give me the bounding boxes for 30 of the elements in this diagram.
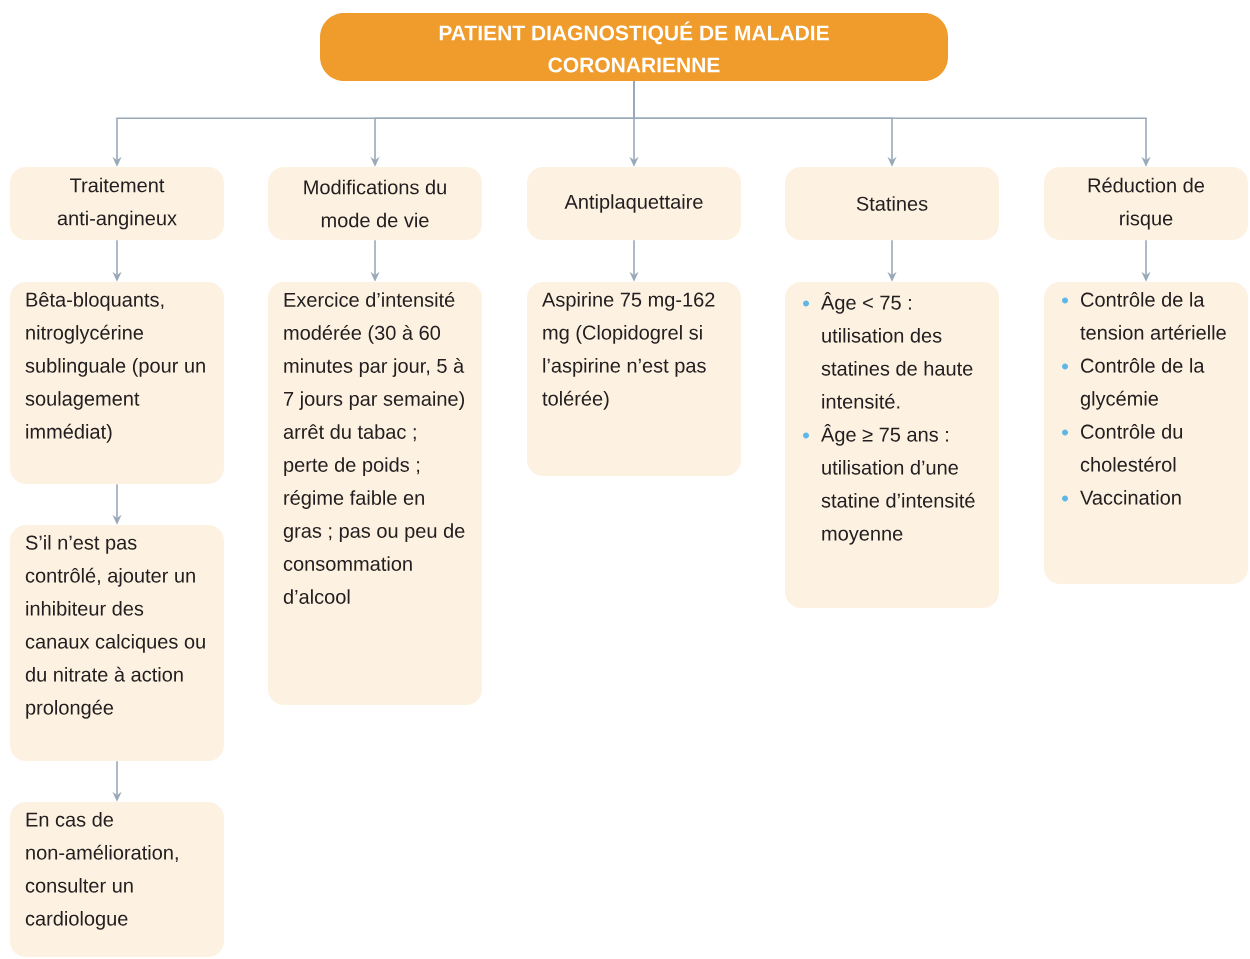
info-box <box>1044 282 1248 584</box>
category-box <box>527 167 741 240</box>
info-text: Bêta-bloquants, nitroglycérine sublinguale (pour un soulagement immédiat) <box>25 292 205 443</box>
category-box <box>1044 167 1248 240</box>
category-label: Antiplaquettaire <box>564 194 703 213</box>
category-box <box>268 167 482 240</box>
info-box <box>10 282 224 484</box>
info-box <box>268 282 482 705</box>
title-box <box>320 13 948 81</box>
category-label: Modifications du mode de vie <box>304 179 446 228</box>
category-label: Traitement anti-angineux <box>57 177 177 230</box>
list-item: Âge ≥ 75 ans : utilisation d’une statine d’intensité moyenne <box>821 424 975 545</box>
category-box <box>785 167 999 240</box>
info-box <box>527 282 741 476</box>
info-text: En cas de non-amélioration, consulter un cardiologue <box>25 812 178 930</box>
list-item: Contrôle de la tension artérielle <box>1080 292 1226 340</box>
info-box <box>10 802 224 957</box>
category-box <box>10 167 224 240</box>
title-text: PATIENT DIAGNOSTIQUÉ DE MALADIE CORONARIENNE <box>439 21 829 73</box>
list-item: Vaccination <box>1080 490 1181 505</box>
info-box <box>10 525 224 761</box>
list-item: Contrôle du cholestérol <box>1080 424 1183 472</box>
info-text: Aspirine 75 mg-162 mg (Clopidogrel si l’aspirine n’est pas tolérée) <box>542 292 715 410</box>
info-text: Exercice d’intensité modérée (30 à 60 minutes par jour, 5 à 7 jours par semaine) arrêt du tabac ; perte de poids ; régime faible en gras ; pas ou peu de consommation d’alcool <box>283 292 465 604</box>
info-text: S’il n’est pas contrôlé, ajouter un inhibiteur des canaux calciques ou du nitrate à action prolongée <box>25 535 205 719</box>
category-label: Réduction de risque <box>1088 177 1204 230</box>
category-label: Statines <box>856 196 928 211</box>
info-box <box>785 282 999 608</box>
list-item: Âge < 75 : utilisation des statines de haute intensité. <box>821 292 973 409</box>
list-item: Contrôle de la glycémie <box>1080 358 1205 410</box>
